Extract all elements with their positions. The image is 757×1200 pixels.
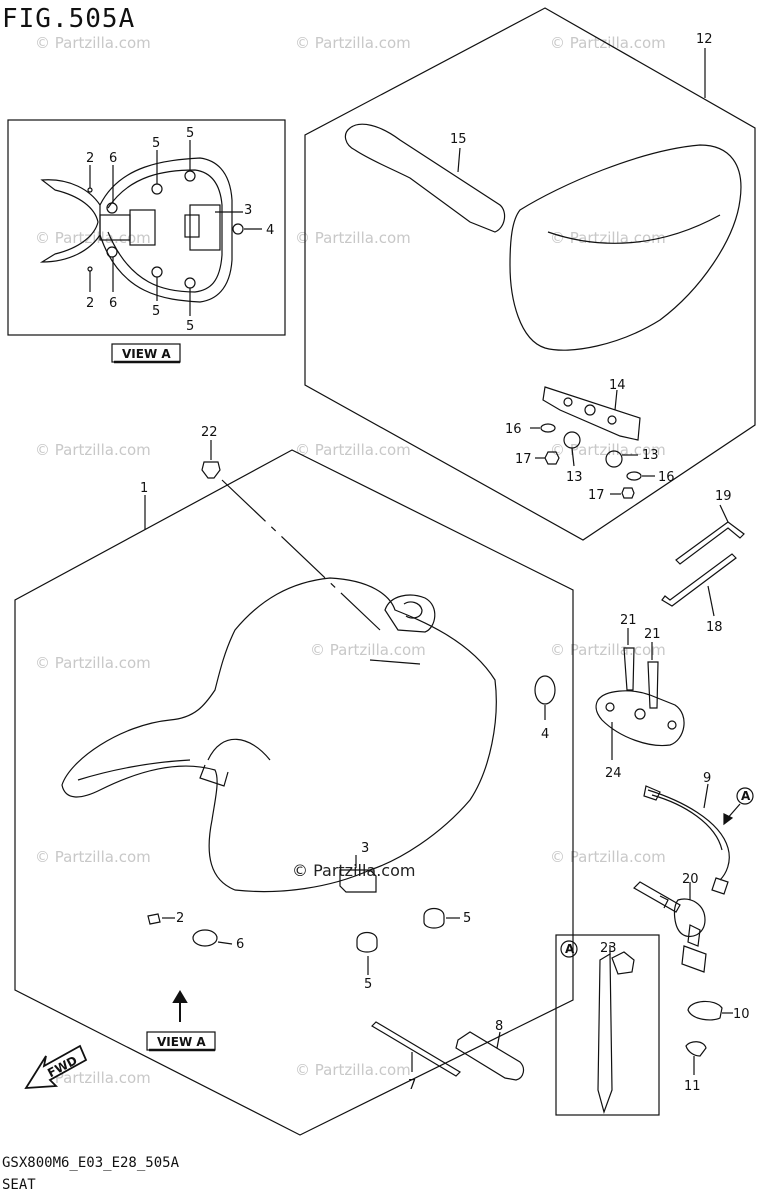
callout-17: 17 [515,452,532,467]
callout-21: 21 [620,613,637,628]
watermark: © Partzilla.com [295,34,411,52]
callout-8: 8 [495,1019,503,1034]
callout-5: 5 [186,126,194,141]
callout-1: 1 [140,481,148,496]
watermark: © Partzilla.com [550,34,666,52]
callout-5: 5 [364,977,372,992]
watermark: © Partzilla.com [35,848,151,866]
lock-parts [633,881,733,1075]
tool-parts [371,504,745,1081]
watermark: © Partzilla.com [35,1069,151,1087]
watermark: © Partzilla.com [550,641,666,659]
cable-part [643,783,754,895]
rear-seat-group [304,7,756,541]
a-marker-box: A [565,942,575,956]
callout-10: 10 [733,1007,750,1022]
a-marker: A [741,789,751,803]
figure-title: FIG.505A [2,4,136,34]
callout-18: 18 [706,620,723,635]
callout-15: 15 [450,132,467,147]
watermark: © Partzilla.com [295,441,411,459]
callout-24: 24 [605,766,622,781]
callout-4: 4 [266,223,274,238]
callout-13: 13 [642,448,659,463]
callout-3: 3 [244,203,252,218]
watermark-group: © Partzilla.com © Partzilla.com © Partzi… [35,34,666,1087]
callout-12: 12 [696,32,713,47]
callout-9: 9 [703,771,711,786]
callout-16: 16 [658,470,675,485]
callout-2: 2 [176,911,184,926]
watermark: © Partzilla.com [35,654,151,672]
callout-23: 23 [600,941,617,956]
view-a-inset [7,119,286,336]
callout-22: 22 [201,425,218,440]
watermark: © Partzilla.com [310,641,426,659]
callout-6: 6 [236,937,244,952]
callout-2: 2 [86,296,94,311]
callout-11: 11 [684,1079,701,1094]
watermark: © Partzilla.com [295,229,411,247]
view-a-text: VIEW A [122,347,171,361]
callout-3: 3 [361,841,369,856]
watermark: © Partzilla.com [35,34,151,52]
footer-name: SEAT [2,1177,36,1193]
view-a-label-top: VIEW A [111,343,181,364]
callout-5: 5 [152,136,160,151]
footer-code: GSX800M6_E03_E28_505A [2,1155,180,1171]
front-seat-group [14,440,574,1136]
callout-17: 17 [588,488,605,503]
callout-21: 21 [644,627,661,642]
callout-5: 5 [463,911,471,926]
view-a-label-bottom: VIEW A [146,990,216,1052]
callout-5: 5 [186,319,194,334]
callout-19: 19 [715,489,732,504]
callout-6: 6 [109,296,117,311]
callout-6: 6 [109,151,117,166]
watermark: © Partzilla.com [295,1061,411,1079]
callout-5: 5 [152,304,160,319]
callout-16: 16 [505,422,522,437]
watermark: © Partzilla.com [35,229,151,247]
callout-20: 20 [682,872,699,887]
latch-parts [595,628,685,760]
detail-a-box [555,934,660,1116]
callout-7: 7 [408,1078,416,1093]
callout-13: 13 [566,470,583,485]
callout-14: 14 [609,378,626,393]
watermark: © Partzilla.com [550,848,666,866]
watermark: © Partzilla.com [35,441,151,459]
callout-4: 4 [541,727,549,742]
callout-2: 2 [86,151,94,166]
view-a-text: VIEW A [157,1035,206,1049]
